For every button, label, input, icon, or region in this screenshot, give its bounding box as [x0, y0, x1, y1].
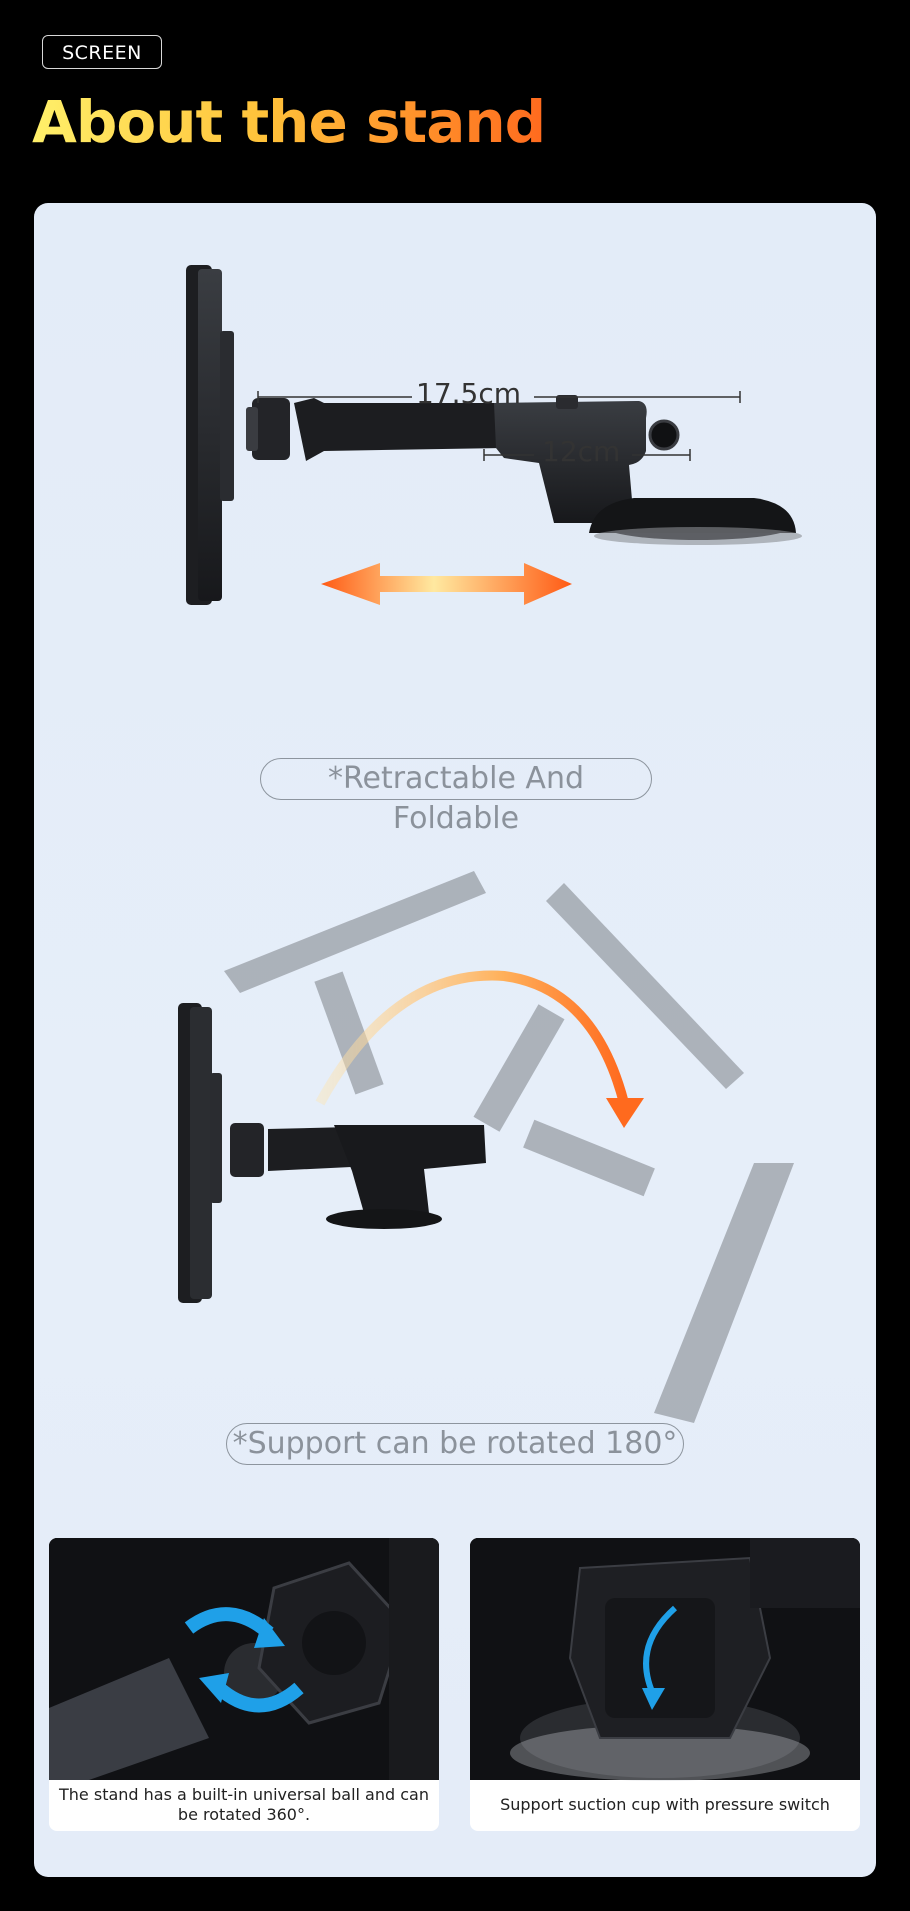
- extendable-stand-illustration: [186, 265, 802, 605]
- suction-cup-photo: [470, 1538, 860, 1781]
- page-title: About the stand: [32, 88, 546, 156]
- content-panel: 17.5cm 12cm *Retractable And Foldable: [34, 203, 876, 1877]
- ball-joint-card: The stand has a built-in universal ball …: [49, 1538, 439, 1831]
- ball-joint-caption: The stand has a built-in universal ball …: [59, 1785, 429, 1824]
- total-length-label: 17.5cm: [416, 377, 522, 410]
- rotation-illustration: [178, 871, 794, 1423]
- ball-joint-photo: [49, 1538, 439, 1780]
- retractable-caption: *Retractable And Foldable: [260, 758, 652, 836]
- screen-badge: SCREEN: [42, 35, 162, 69]
- arm-length-label: 12cm: [542, 435, 621, 468]
- suction-cup-card: Support suction cup with pressure switch: [470, 1538, 860, 1831]
- rotation-caption: *Support can be rotated 180°: [226, 1423, 684, 1465]
- suction-cup-caption: Support suction cup with pressure switch: [500, 1795, 830, 1814]
